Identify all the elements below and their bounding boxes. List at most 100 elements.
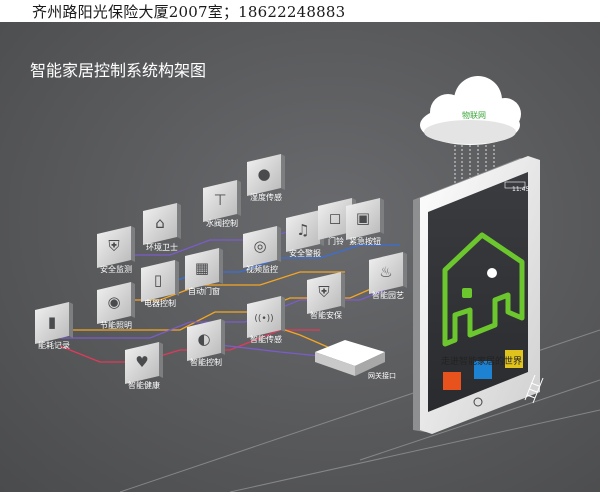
phone-caption: 走进智能家居的世界 [441, 357, 523, 367]
module-tile-7: ◎ [243, 226, 281, 268]
module-tile-face [97, 226, 131, 268]
module-label-8: 安全警报 [289, 249, 321, 258]
ladder-icon [524, 374, 544, 404]
line-to-gateway-2 [219, 344, 321, 357]
module-label-13: 智能传感 [250, 335, 282, 344]
security-shield-icon: ⛨ [318, 283, 329, 301]
gateway-label: 网关接口 [368, 372, 396, 380]
wireless-sensor-icon: ((•)) [254, 314, 273, 324]
module-tile-face [35, 302, 69, 344]
module-tile-face [243, 226, 277, 268]
module-tile-face [346, 198, 380, 240]
faucet-icon: ⊤ [213, 191, 226, 209]
module-tile-side [341, 272, 345, 308]
module-tile-10: ▣ [346, 198, 384, 240]
app-icon-blue [474, 361, 492, 379]
module-tile-side [175, 260, 179, 296]
house-icon: ⌂ [155, 214, 165, 232]
app-icon-orange [443, 372, 461, 390]
cloud-label: 物联网 [462, 111, 486, 120]
module-tile-2: ⊤ [203, 180, 241, 222]
module-tile-side [403, 252, 407, 288]
smart-home-logo-icon [442, 232, 525, 347]
module-tiles: ⛨ ⌂ ⊤ ● ◉ ▯ ▦ ◎ ♫ ◻ ▣ ▮ ◐ ((•)) ⛨ ♨ ♥ [35, 154, 407, 384]
alarm-icon: ♫ [296, 221, 309, 239]
module-label-2: 水阀控制 [206, 219, 238, 228]
camera-icon: ◎ [253, 237, 266, 255]
gateway-device [315, 340, 385, 376]
switch-icon: ◐ [197, 330, 210, 348]
module-label-11: 能耗记录 [38, 341, 70, 350]
module-tile-face [286, 210, 320, 252]
module-tile-side [277, 226, 281, 262]
module-label-7: 视频监控 [246, 265, 278, 274]
module-label-10: 紧急按钮 [349, 237, 381, 246]
doorbell-icon: ◻ [329, 209, 341, 227]
module-tile-3: ● [247, 154, 285, 196]
header-bar: 齐州路阳光保险大厦2007室；18622248883 [0, 0, 600, 22]
apple-icon [487, 268, 497, 278]
module-tile-side [219, 248, 223, 284]
module-tile-11: ▮ [35, 302, 73, 344]
android-icon [462, 288, 472, 298]
module-label-1: 环境卫士 [146, 243, 178, 252]
module-label-0: 安全监测 [100, 265, 132, 274]
module-tile-face [125, 342, 159, 384]
iot-cloud-icon [420, 76, 521, 145]
module-tile-face [247, 296, 281, 338]
module-tile-side [159, 342, 163, 378]
module-label-14: 智能安保 [310, 311, 342, 320]
phone-app-icons [443, 350, 523, 390]
module-label-9: 门铃 [328, 237, 344, 246]
module-tile-1: ⌂ [143, 203, 181, 245]
module-tile-face [185, 248, 219, 290]
module-tile-side [221, 319, 225, 355]
line-purple [60, 283, 401, 339]
module-label-15: 智能园艺 [372, 291, 404, 300]
module-label-6: 自动门窗 [188, 287, 220, 296]
module-tile-face [318, 198, 352, 240]
module-tile-side [177, 203, 181, 239]
heart-icon: ♥ [135, 353, 148, 371]
module-tile-face [187, 319, 221, 361]
line-orange-2 [110, 271, 345, 301]
module-tile-side [380, 198, 384, 234]
emergency-button-icon: ▣ [356, 209, 370, 227]
module-tile-face [247, 154, 281, 196]
module-tile-15: ♨ [369, 252, 407, 294]
phone-status-time: 11:45 [512, 186, 530, 193]
module-tile-side [281, 296, 285, 332]
bulb-icon: ◉ [107, 293, 120, 311]
module-tile-face [97, 282, 131, 324]
module-tile-4: ◉ [97, 282, 135, 324]
module-tile-side [131, 226, 135, 262]
module-label-16: 智能健康 [128, 381, 160, 390]
module-label-4: 节能照明 [100, 321, 132, 330]
module-tile-face [141, 260, 175, 302]
module-tile-6: ▦ [185, 248, 223, 290]
module-tile-13: ((•)) [247, 296, 285, 338]
diagram-title: 智能家居控制系统构架图 [30, 61, 207, 80]
module-tile-face [203, 180, 237, 222]
module-label-12: 智能控制 [190, 358, 222, 367]
module-tile-12: ◐ [187, 319, 225, 361]
module-tile-0: ⛨ [97, 226, 135, 268]
module-tile-side [69, 302, 73, 338]
shield-icon: ⛨ [108, 237, 119, 255]
module-tile-side [281, 154, 285, 190]
header-contact-text: 齐州路阳光保险大厦2007室；18622248883 [32, 3, 346, 21]
app-icon-yellow [505, 350, 523, 368]
window-icon: ▦ [195, 259, 209, 277]
bar-chart-icon: ▮ [48, 313, 56, 331]
fridge-icon: ▯ [154, 271, 162, 289]
module-tile-5: ▯ [141, 260, 179, 302]
module-tile-side [237, 180, 241, 216]
module-tile-face [143, 203, 177, 245]
phone-home-button [473, 397, 483, 407]
drop-icon: ● [257, 165, 270, 183]
module-tile-side [131, 282, 135, 318]
module-label-5: 电器控制 [144, 299, 176, 308]
module-tile-14: ⛨ [307, 272, 345, 314]
module-tile-face [369, 252, 403, 294]
